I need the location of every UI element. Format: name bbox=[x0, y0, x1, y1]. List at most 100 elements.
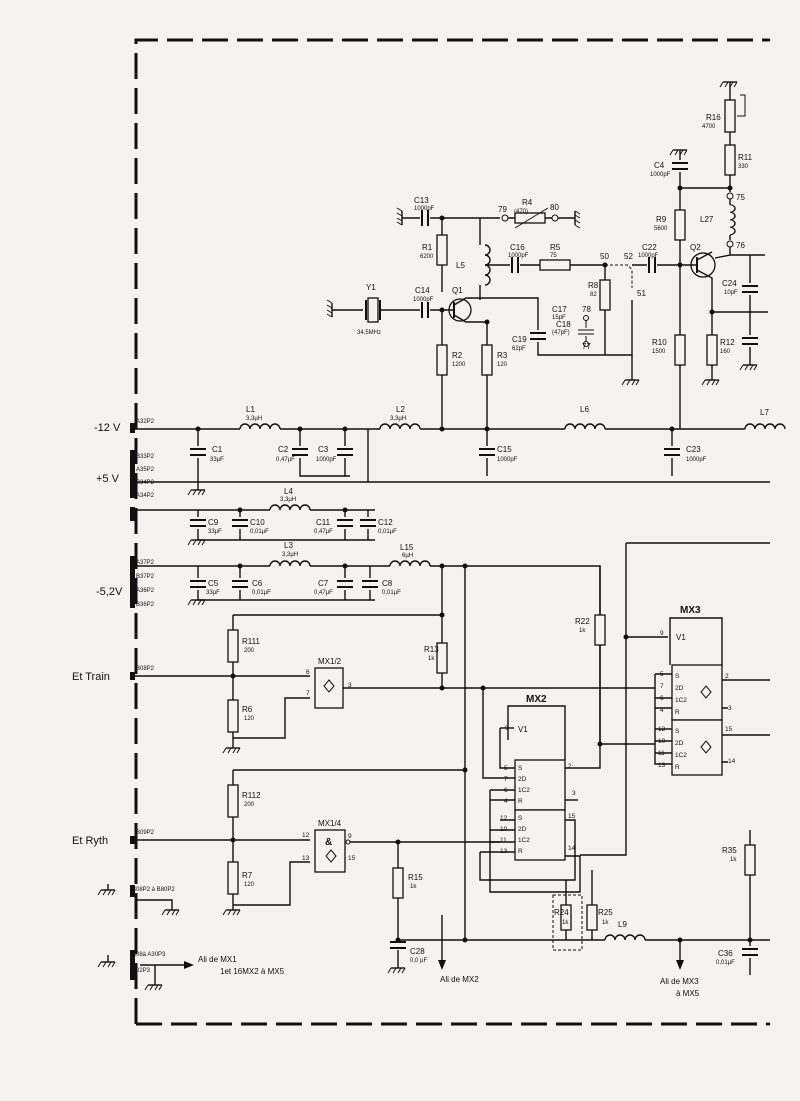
r35-label: R35 bbox=[722, 846, 737, 855]
r7-label: R7 bbox=[242, 871, 253, 880]
r11-label: R11 bbox=[738, 153, 753, 162]
r10-label: R10 bbox=[652, 338, 667, 347]
l3-label: L3 bbox=[284, 541, 293, 550]
node-52: 52 bbox=[624, 252, 633, 261]
r24-label: R24 bbox=[554, 908, 569, 917]
r24-value: 1k bbox=[562, 920, 569, 926]
mx2-pin7: 7 bbox=[504, 776, 508, 783]
conn-b08p2: B08P2 bbox=[136, 666, 155, 672]
mx3-a-1c2: 1C2 bbox=[675, 697, 687, 704]
external-labels: -12 V +5 V -5,2V Et Train Et Ryth Ali de… bbox=[72, 422, 700, 998]
c13-value: 1000pF bbox=[414, 206, 435, 212]
c4-label: C4 bbox=[654, 161, 665, 170]
c6-label: C6 bbox=[252, 579, 263, 588]
mx3-label: MX3 bbox=[680, 605, 701, 616]
r25-value: 1k bbox=[602, 920, 609, 926]
y1-value: 34,5MHz bbox=[357, 330, 381, 336]
q2-label: Q2 bbox=[690, 243, 701, 252]
mx1-4-amp: & bbox=[325, 837, 332, 848]
r3-label: R3 bbox=[497, 351, 508, 360]
l2-value: 3,3µH bbox=[390, 416, 406, 422]
edge-connectors: A32P2 B33P2 A35P2 B34P2 A34P2 A37P2 B37P… bbox=[130, 419, 175, 980]
r13-label: R13 bbox=[424, 645, 439, 654]
conn-a35p2: A35P2 bbox=[136, 467, 155, 473]
mx1-4-pin13: 13 bbox=[302, 855, 310, 862]
r1-label: R1 bbox=[422, 243, 433, 252]
mx2-pin14: 14 bbox=[568, 845, 576, 852]
l27-label: L27 bbox=[700, 215, 714, 224]
conn-a34p2: A34P2 bbox=[136, 493, 155, 499]
conn-b34p2: B34P2 bbox=[136, 480, 155, 486]
r112-value: 200 bbox=[244, 802, 255, 808]
mx2-b-1c2: 1C2 bbox=[518, 837, 530, 844]
c2-value: 0,47µF bbox=[276, 457, 295, 463]
q1-label: Q1 bbox=[452, 286, 463, 295]
label-ali-mx2: Ali de MX2 bbox=[440, 975, 479, 984]
c1-value: 33µF bbox=[210, 457, 224, 463]
c24-label: C24 bbox=[722, 279, 737, 288]
mx3-chip: MX3 9 V1 S 2D 1C2 R S 2D 1C2 R 5 7 6 4 1… bbox=[580, 542, 770, 856]
mx1-4-label: MX1/4 bbox=[318, 819, 342, 828]
c11-label: C11 bbox=[316, 518, 331, 527]
node-78: 78 bbox=[582, 305, 591, 314]
r7-value: 120 bbox=[244, 882, 255, 888]
l2-label: L2 bbox=[396, 405, 405, 414]
r16-label: R16 bbox=[706, 113, 721, 122]
node-51: 51 bbox=[637, 289, 646, 298]
conn-b33p2: B33P2 bbox=[136, 454, 155, 460]
r25-label: R25 bbox=[598, 908, 613, 917]
r4-label: R4 bbox=[522, 198, 533, 207]
c8-label: C8 bbox=[382, 579, 393, 588]
r2-label: R2 bbox=[452, 351, 463, 360]
mx1-2-pin3: 3 bbox=[348, 682, 352, 689]
c7-label: C7 bbox=[318, 579, 329, 588]
c10-label: C10 bbox=[250, 518, 265, 527]
c15-label: C15 bbox=[497, 445, 512, 454]
board-frame bbox=[134, 38, 770, 1026]
r8-label: R8 bbox=[588, 281, 599, 290]
c18-label: C18 bbox=[556, 320, 571, 329]
r10-value: 1500 bbox=[652, 349, 666, 355]
node-75: 75 bbox=[736, 193, 745, 202]
l4-label: L4 bbox=[284, 487, 293, 496]
conn-a32p2: A32P2 bbox=[136, 419, 155, 425]
r112-label: R112 bbox=[242, 791, 261, 800]
mx2-pin4: 4 bbox=[504, 798, 508, 805]
mx3-pin3: 3 bbox=[728, 705, 732, 712]
mx3-pin14: 14 bbox=[728, 758, 736, 765]
r8-value: 82 bbox=[590, 292, 597, 298]
c8-value: 0,01µF bbox=[382, 590, 401, 596]
l3-value: 3,3µH bbox=[282, 552, 298, 558]
mx1-4-pin15: 15 bbox=[348, 855, 356, 862]
mx1-4-pin12: 12 bbox=[302, 832, 310, 839]
l1-label: L1 bbox=[246, 405, 255, 414]
mx3-b-1c2: 1C2 bbox=[675, 752, 687, 759]
label-et-train: Et Train bbox=[72, 671, 110, 683]
supply-arrows bbox=[97, 884, 684, 991]
conn-b02p3: B02P3 bbox=[132, 968, 151, 974]
mx2-b-s: S bbox=[518, 815, 523, 822]
label-et-ryth: Et Ryth bbox=[72, 835, 108, 847]
r6-value: 120 bbox=[244, 716, 255, 722]
c12-value: 0,01µF bbox=[378, 529, 397, 535]
mx3-a-s: S bbox=[675, 673, 680, 680]
c23-label: C23 bbox=[686, 445, 701, 454]
rail-minus-5-2v: L3 3,3µH L15 6µH C5 33µF C6 0,01µF C7 0,… bbox=[135, 541, 601, 615]
mx2-a-r: R bbox=[518, 798, 523, 805]
oscillator-section: C13 1000pF 79 R4 (470) 80 R1 6200 L5 C16… bbox=[326, 196, 675, 429]
mx2-label: MX2 bbox=[526, 694, 547, 705]
mx3-b-2d: 2D bbox=[675, 740, 684, 747]
node-79: 79 bbox=[498, 205, 507, 214]
label-plus-5v: +5 V bbox=[96, 473, 120, 485]
r22-resistor: R22 1k bbox=[575, 566, 655, 747]
l5-label: L5 bbox=[456, 261, 465, 270]
c11-value: 0,47µF bbox=[314, 529, 333, 535]
c5-value: 33µF bbox=[206, 590, 220, 596]
r11-value: 330 bbox=[738, 164, 749, 170]
r6-label: R6 bbox=[242, 705, 253, 714]
mx2-pin11: 11 bbox=[500, 837, 507, 844]
mx1-4-pin9: 9 bbox=[348, 833, 352, 840]
c22-label: C22 bbox=[642, 243, 657, 252]
conn-b09p2: B09P2 bbox=[136, 830, 155, 836]
